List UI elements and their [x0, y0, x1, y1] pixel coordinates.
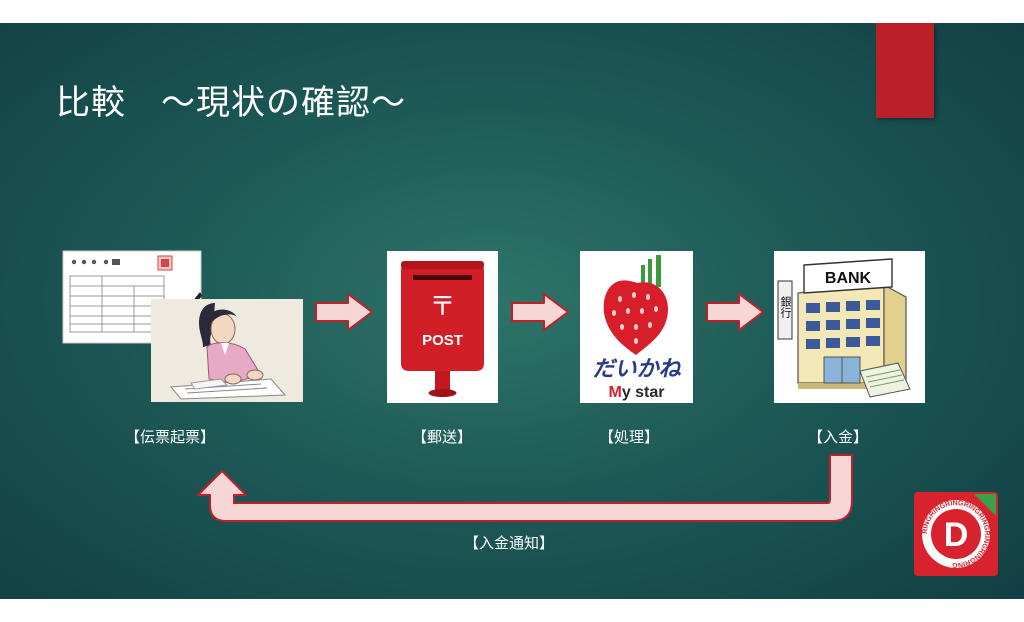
post-box-icon: 〒 POST	[401, 261, 484, 397]
flow-arrow-1	[315, 293, 373, 331]
strawberry-logo-icon: だいかね My star	[592, 255, 681, 401]
bank-sign: BANK	[825, 270, 872, 287]
writing-woman-icon	[169, 303, 287, 400]
accent-tab	[876, 23, 934, 118]
processor-name-rest: y star	[622, 384, 665, 401]
post-text: POST	[422, 332, 463, 349]
step-label-slip: 【伝票起票】	[125, 428, 216, 446]
step-label-process: 【処理】	[599, 428, 660, 446]
post-box-card: 〒 POST	[387, 251, 498, 403]
post-mark: 〒	[429, 291, 455, 321]
flow-arrow-2	[511, 293, 569, 331]
processor-card: だいかね My star	[580, 251, 693, 403]
bank-side-sign: 銀行	[779, 295, 792, 319]
ringring-d-logo: RINGRINGRINGRINGRINGRINGRINGRING D	[914, 492, 998, 576]
processor-name-jp: だいかね	[592, 356, 681, 381]
processor-name-m: M	[608, 384, 621, 401]
bank-building-icon: BANK 銀行	[777, 258, 911, 398]
slide: 比較 ～現状の確認～	[0, 23, 1024, 599]
document-pen-icon	[62, 250, 202, 344]
slide-title: 比較 ～現状の確認～	[56, 83, 406, 123]
step-label-mail: 【郵送】	[412, 428, 473, 446]
step-label-deposit: 【入金】	[808, 428, 869, 446]
flow-arrow-3	[706, 293, 764, 331]
return-arrow	[197, 454, 853, 522]
return-flow-label: 【入金通知】	[464, 534, 555, 552]
svg-text:My star: My star	[608, 384, 664, 401]
bank-card: BANK 銀行	[774, 251, 925, 403]
logo-letter: D	[944, 516, 969, 554]
writing-woman-card	[151, 299, 303, 402]
